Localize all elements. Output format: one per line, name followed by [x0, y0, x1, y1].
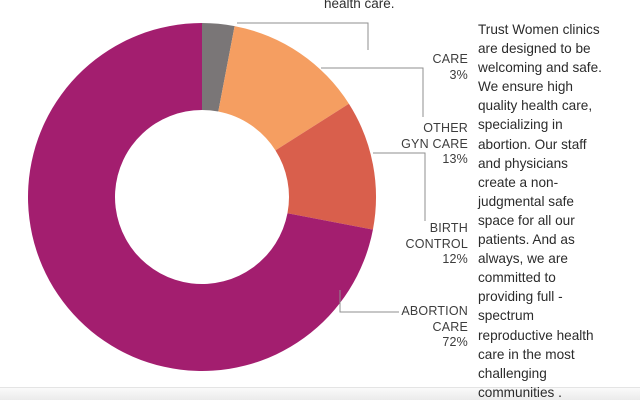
slice-label-abortion-care: ABORTION CARE 72% — [401, 304, 468, 349]
donut-slice-care — [202, 23, 235, 112]
donut-slice-abortion-care — [27, 23, 373, 371]
slice-label-other-gyn-care: OTHER GYN CARE 13% — [401, 121, 468, 166]
chart-title-partial: health care. — [324, 0, 395, 11]
donut-slice-other-gyn-care — [218, 26, 349, 151]
leader-line-abortion-care — [339, 290, 399, 313]
leader-line-care — [237, 22, 369, 50]
donut-slice-birth-control — [275, 103, 376, 230]
leader-line-other-gyn-care — [321, 67, 424, 117]
slice-label-birth-control: BIRTH CONTROL 12% — [405, 221, 468, 266]
slice-label-care: CARE 3% — [432, 52, 468, 82]
description-text: Trust Women clinics are designed to be w… — [478, 22, 602, 400]
page-edge-strip — [0, 387, 640, 400]
donut-slices — [27, 23, 376, 371]
leader-line-birth-control — [373, 152, 426, 221]
